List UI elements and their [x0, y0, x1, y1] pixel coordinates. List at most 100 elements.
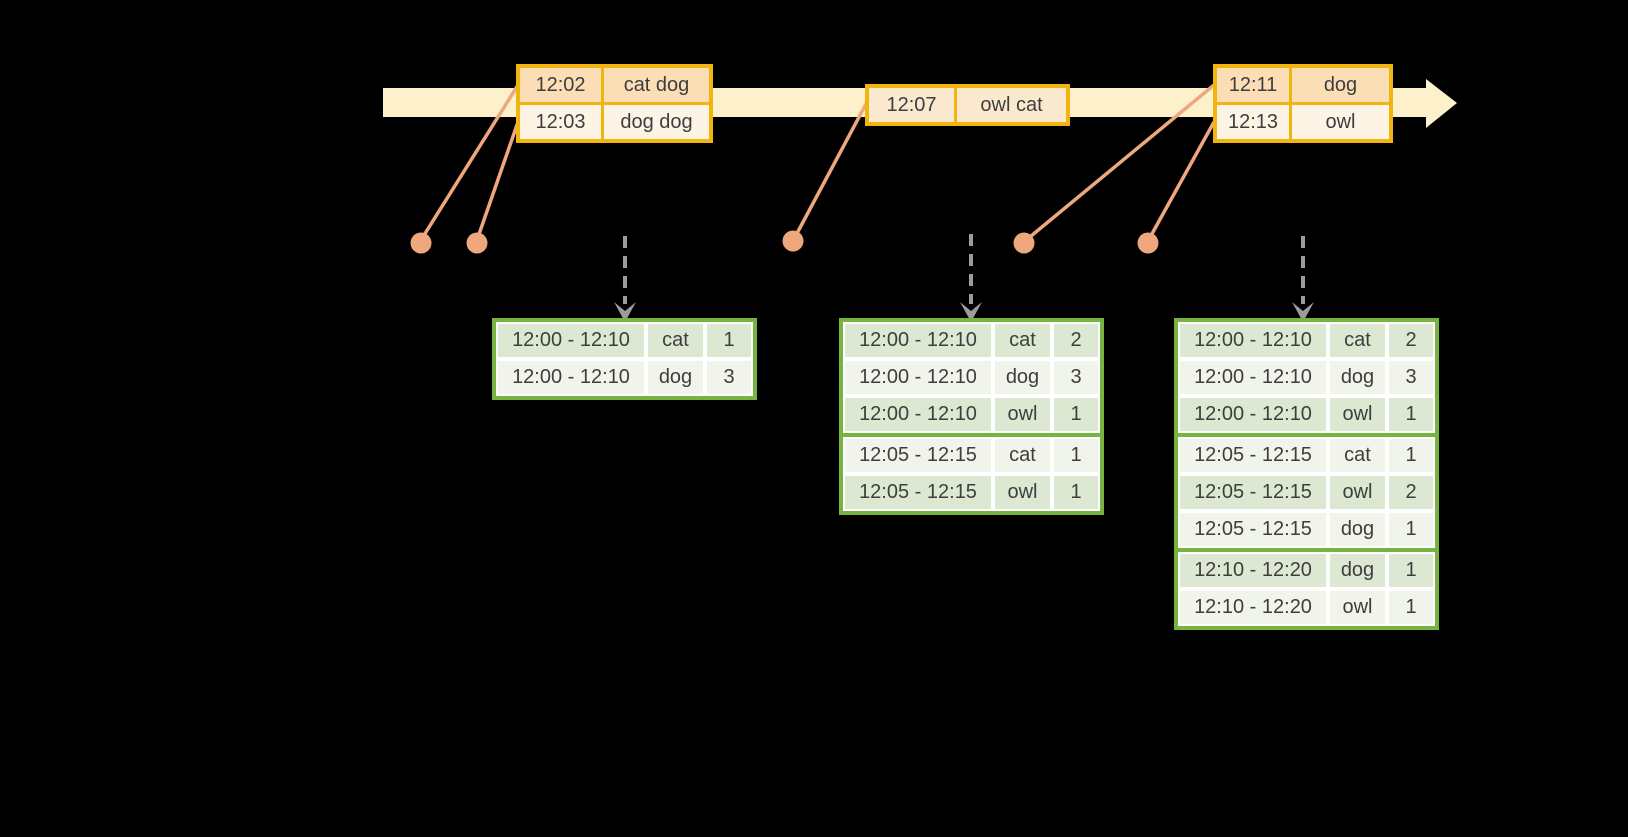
event-dot — [1137, 232, 1159, 254]
result-word: dog — [1328, 552, 1387, 589]
result-count: 1 — [1387, 437, 1435, 474]
result-window: 12:05 - 12:15 — [1178, 511, 1328, 548]
result-word: dog — [646, 359, 705, 396]
result-word: dog — [1328, 511, 1387, 548]
result-word: owl — [1328, 396, 1387, 433]
trigger-arrowheads — [614, 302, 1314, 322]
result-window: 12:05 - 12:15 — [1178, 474, 1328, 511]
result-count: 2 — [1387, 322, 1435, 359]
result-word: cat — [1328, 437, 1387, 474]
down-arrow-icon — [960, 302, 982, 322]
result-count: 3 — [1052, 359, 1100, 396]
event-time: 12:07 — [869, 88, 954, 122]
event-dot — [410, 232, 432, 254]
connector-line — [792, 103, 868, 240]
event-dot — [782, 230, 804, 252]
connector-line — [1146, 121, 1216, 242]
result-window: 12:00 - 12:10 — [496, 322, 646, 359]
result-count: 3 — [705, 359, 753, 396]
result-count: 1 — [1052, 474, 1100, 511]
result-window: 12:10 - 12:20 — [1178, 552, 1328, 589]
event-words: owl cat — [957, 88, 1066, 122]
result-count: 2 — [1052, 322, 1100, 359]
window-group-separator — [843, 433, 1100, 437]
result-window: 12:00 - 12:10 — [1178, 322, 1328, 359]
result-window: 12:00 - 12:10 — [843, 359, 993, 396]
result-window: 12:05 - 12:15 — [1178, 437, 1328, 474]
down-arrow-icon — [1292, 302, 1314, 322]
result-window: 12:00 - 12:10 — [843, 322, 993, 359]
result-window: 12:10 - 12:20 — [1178, 589, 1328, 626]
result-word: cat — [993, 322, 1052, 359]
event-time: 12:02 — [520, 68, 601, 102]
result-window: 12:00 - 12:10 — [843, 396, 993, 433]
result-word: cat — [646, 322, 705, 359]
timeline-right-arrow-icon — [1426, 79, 1457, 128]
result-count: 1 — [1387, 552, 1435, 589]
connector-line — [419, 84, 520, 241]
event-words: owl — [1292, 105, 1389, 139]
event-time: 12:11 — [1217, 68, 1289, 102]
result-count: 2 — [1387, 474, 1435, 511]
result-window: 12:00 - 12:10 — [496, 359, 646, 396]
result-window: 12:00 - 12:10 — [1178, 359, 1328, 396]
trigger-arrows — [623, 234, 1305, 304]
event-time: 12:03 — [520, 105, 601, 139]
result-window: 12:05 - 12:15 — [843, 474, 993, 511]
result-count: 1 — [1387, 589, 1435, 626]
event-time: 12:13 — [1217, 105, 1289, 139]
result-word: owl — [993, 396, 1052, 433]
connector-line — [1023, 83, 1216, 243]
result-count: 1 — [705, 322, 753, 359]
event-words: cat dog — [604, 68, 709, 102]
result-count: 1 — [1387, 396, 1435, 433]
result-window: 12:05 - 12:15 — [843, 437, 993, 474]
result-word: owl — [1328, 589, 1387, 626]
event-time-dots — [410, 230, 1159, 254]
event-dot — [1013, 232, 1035, 254]
result-count: 3 — [1387, 359, 1435, 396]
result-word: dog — [993, 359, 1052, 396]
event-words: dog dog — [604, 105, 709, 139]
result-word: owl — [993, 474, 1052, 511]
result-word: owl — [1328, 474, 1387, 511]
window-group-separator — [1178, 548, 1435, 552]
result-count: 1 — [1052, 396, 1100, 433]
down-arrow-icon — [614, 302, 636, 322]
connector-line — [475, 121, 520, 241]
result-window: 12:00 - 12:10 — [1178, 396, 1328, 433]
window-group-separator — [1178, 433, 1435, 437]
result-word: cat — [1328, 322, 1387, 359]
result-count: 1 — [1052, 437, 1100, 474]
result-count: 1 — [1387, 511, 1435, 548]
event-words: dog — [1292, 68, 1389, 102]
event-connector-lines — [419, 83, 1216, 243]
